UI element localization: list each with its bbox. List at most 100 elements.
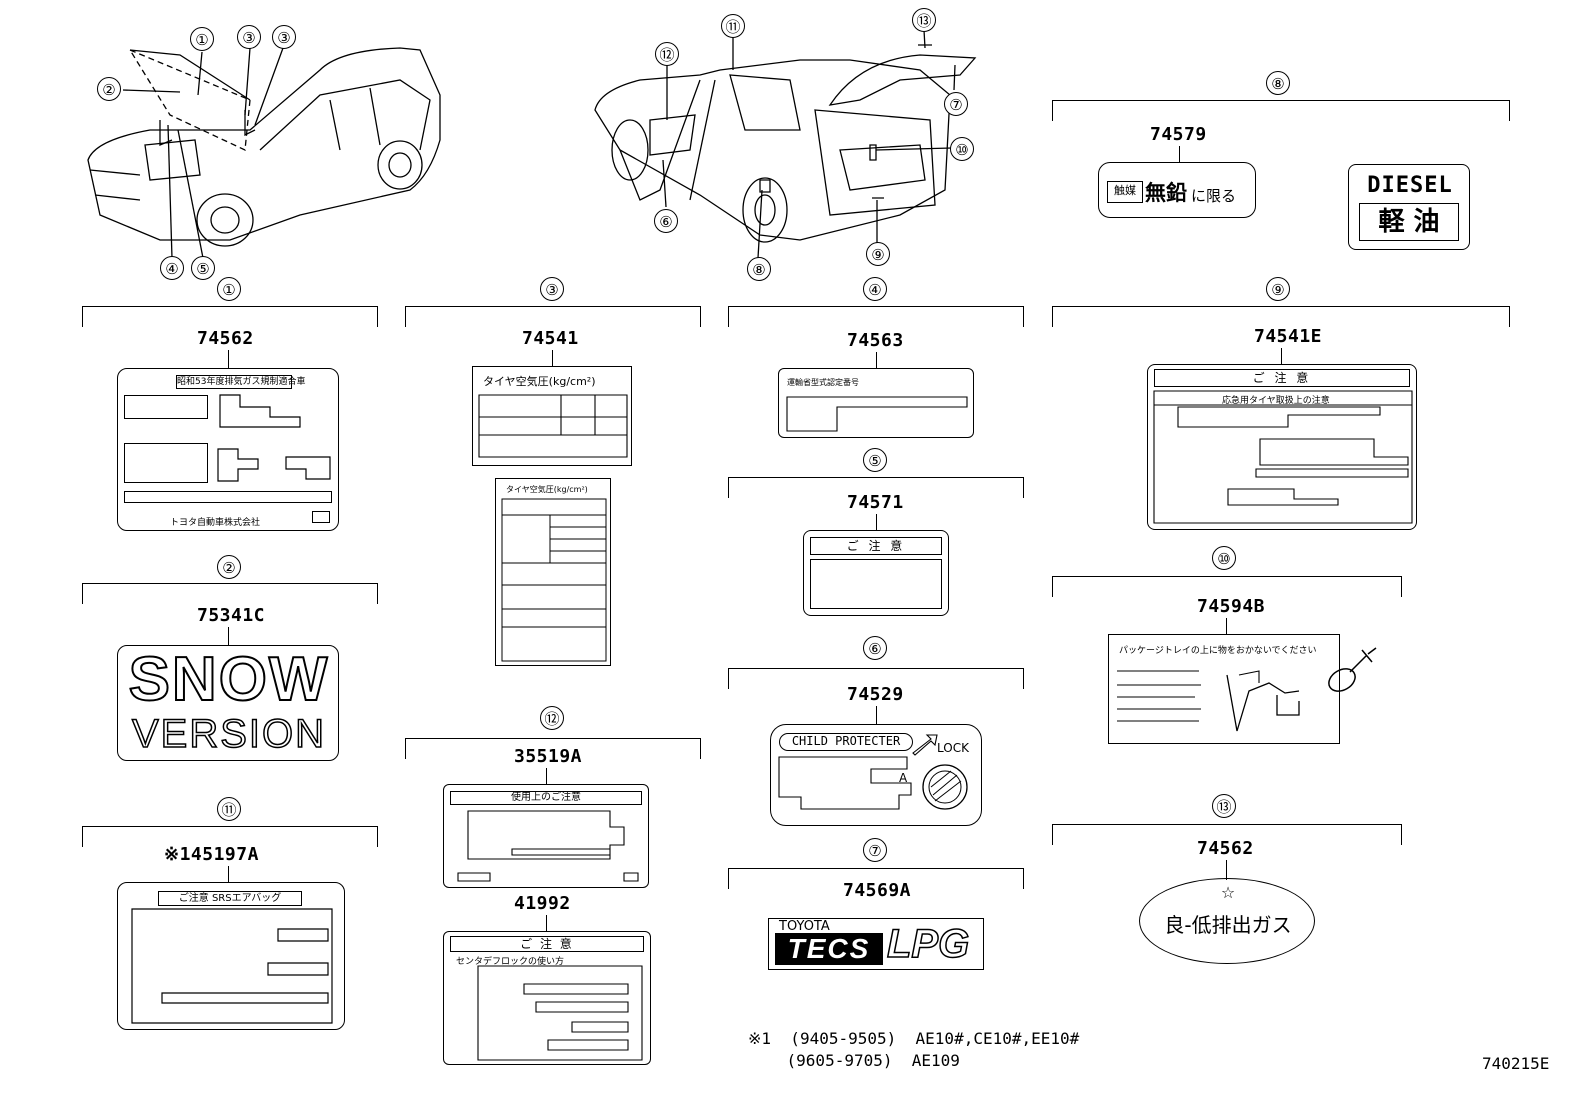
- snow-text: SNOW: [128, 645, 330, 714]
- diff-label-subtitle: センタデフロックの使い方: [456, 957, 565, 967]
- version-text: VERSION: [131, 711, 327, 757]
- callout-3-top-a: ③: [237, 25, 261, 49]
- diesel-label: DIESEL 軽 油: [1348, 164, 1470, 250]
- part-number-74571: 74571: [847, 492, 904, 513]
- part-number-74529: 74529: [847, 684, 904, 705]
- part-number-74562-emission: 74562: [197, 328, 254, 349]
- snow-version-label: SNOW VERSION: [117, 645, 339, 761]
- part-number-74569A: 74569A: [843, 880, 912, 901]
- callout-12-top: ⑫: [655, 42, 679, 66]
- section-bracket-11: [82, 826, 378, 847]
- srs-airbag-label: ご注意 SRSエアバッグ: [117, 882, 345, 1030]
- caution-label-title: ご 注 意: [810, 537, 942, 555]
- part-number-74563: 74563: [847, 330, 904, 351]
- part-number-75341C: 75341C: [197, 605, 266, 626]
- part-number-35519A: 35519A: [514, 746, 583, 767]
- child-protecter-text: CHILD PROTECTER: [779, 733, 913, 751]
- section-callout-1: ①: [217, 277, 241, 301]
- toyota-text: TOYOTA: [779, 919, 830, 934]
- emission-label: 昭和53年度排気ガス規制適合車 トヨタ自動車株式会社: [117, 368, 339, 531]
- type-approval-label: 運輸省型式認定番号: [778, 368, 974, 438]
- low-emission-label: ☆ 良-低排出ガス: [1139, 878, 1315, 964]
- part-number-41992: 41992: [514, 893, 571, 914]
- tire-pressure-label: タイヤ空気圧(kg/cm²): [472, 366, 632, 466]
- part-number-74541E: 74541E: [1254, 326, 1323, 347]
- callout-7-top: ⑦: [944, 92, 968, 116]
- tire-pressure-label-small: タイヤ空気圧(kg/cm²): [495, 478, 611, 666]
- section-callout-13: ⑬: [1212, 794, 1236, 818]
- section-bracket-2: [82, 583, 378, 604]
- callout-2-top: ②: [97, 77, 121, 101]
- usage-caution-label: 使用上のご注意: [443, 784, 649, 888]
- usage-label-title: 使用上のご注意: [450, 791, 642, 805]
- section-bracket-9: [1052, 306, 1510, 327]
- tecs-text: TECS: [775, 933, 883, 965]
- section-callout-10: ⑩: [1212, 546, 1236, 570]
- emission-label-title: 昭和53年度排気ガス規制適合車: [176, 375, 306, 389]
- callout-13-top: ⑬: [912, 8, 936, 32]
- footnote-line-2: (9605-9705) AE109: [748, 1051, 960, 1070]
- rear-vehicle-drawing: [594, 44, 977, 243]
- tire-label-small-title: タイヤ空気圧(kg/cm²): [506, 485, 588, 494]
- section-callout-4: ④: [863, 277, 887, 301]
- section-bracket-5: [728, 477, 1024, 498]
- caution-label-74571: ご 注 意: [803, 530, 949, 616]
- center-diff-lock-label: ご 注 意 センタデフロックの使い方: [443, 931, 651, 1065]
- section-bracket-7: [728, 868, 1024, 889]
- spare-tire-subtitle: 応急用タイヤ取扱上の注意: [1222, 396, 1330, 406]
- part-number-74562-low-emission: 74562: [1197, 838, 1254, 859]
- callout-11-top: ⑪: [721, 14, 745, 38]
- section-callout-7: ⑦: [863, 838, 887, 862]
- section-bracket-8: [1052, 100, 1510, 121]
- section-callout-5: ⑤: [863, 448, 887, 472]
- callout-10-top: ⑩: [950, 137, 974, 161]
- figure-id: 740215E: [1482, 1054, 1550, 1073]
- light-oil-text: 軽 油: [1359, 203, 1459, 241]
- catalyst-text: 触媒: [1107, 181, 1143, 203]
- unleaded-only-text: に限る: [1191, 187, 1237, 205]
- diesel-text: DIESEL: [1367, 173, 1453, 198]
- callout-4-top: ④: [160, 256, 184, 280]
- callout-3-top-b: ③: [272, 25, 296, 49]
- callout-5-top: ⑤: [191, 256, 215, 280]
- lock-a-text: A: [899, 771, 908, 785]
- tray-hook-drawing: [1328, 647, 1377, 692]
- srs-label-title: ご注意 SRSエアバッグ: [158, 891, 302, 906]
- emission-label-maker: トヨタ自動車株式会社: [170, 518, 261, 528]
- tire-label-title: タイヤ空気圧(kg/cm²): [483, 375, 596, 388]
- section-bracket-1: [82, 306, 378, 327]
- section-callout-12: ⑫: [540, 706, 564, 730]
- unleaded-label: 触媒 無鉛 に限る: [1098, 162, 1256, 218]
- package-tray-label: パッケージトレイの上に物をおかないでください: [1108, 634, 1340, 744]
- callout-1-top: ①: [190, 27, 214, 51]
- section-callout-8: ⑧: [1266, 71, 1290, 95]
- section-bracket-3: [405, 306, 701, 327]
- callout-6-top: ⑥: [654, 209, 678, 233]
- footnote-line-1: ※1 (9405-9505) AE10#,CE10#,EE10#: [748, 1029, 1080, 1048]
- callout-9-top: ⑨: [866, 242, 890, 266]
- section-bracket-4: [728, 306, 1024, 327]
- low-emission-star: ☆: [1220, 883, 1236, 902]
- section-callout-9: ⑨: [1266, 277, 1290, 301]
- section-callout-2: ②: [217, 555, 241, 579]
- section-bracket-10: [1052, 576, 1402, 597]
- part-number-74594B: 74594B: [1197, 596, 1266, 617]
- section-callout-3: ③: [540, 277, 564, 301]
- section-callout-11: ⑪: [217, 797, 241, 821]
- section-bracket-13: [1052, 824, 1402, 845]
- section-bracket-12: [405, 738, 701, 759]
- lpg-text: LPG: [886, 921, 970, 967]
- package-tray-warning: パッケージトレイの上に物をおかないでください: [1119, 646, 1317, 656]
- child-protecter-label: CHILD PROTECTER LOCK A: [770, 724, 982, 826]
- tecs-lpg-label: TOYOTA TECS LPG: [768, 918, 984, 970]
- callout-8-top: ⑧: [747, 257, 771, 281]
- part-number-45197A: ※145197A: [164, 844, 259, 865]
- diff-label-caution: ご 注 意: [450, 936, 644, 952]
- unleaded-text: 無鉛: [1145, 181, 1187, 205]
- spare-tire-caution-title: ご 注 意: [1154, 369, 1410, 387]
- lock-text: LOCK: [937, 741, 969, 755]
- part-number-74579: 74579: [1150, 124, 1207, 145]
- type-approval-text: 運輸省型式認定番号: [787, 378, 859, 387]
- spare-tire-caution-label: ご 注 意 応急用タイヤ取扱上の注意: [1147, 364, 1417, 530]
